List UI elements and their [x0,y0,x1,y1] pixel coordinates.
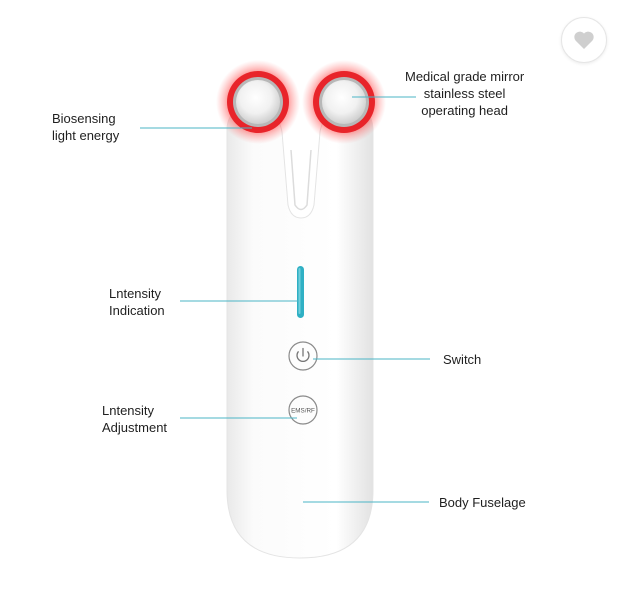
favorite-button[interactable] [561,17,607,63]
device-body [226,107,374,559]
mode-button-label: EMS/RF [291,408,315,415]
label-body-fuselage: Body Fuselage [439,495,526,510]
label-intensity-adjustment: Lntensity Adjustment [102,403,168,435]
heart-icon [574,31,594,49]
left-operating-head [216,60,300,144]
power-icon [296,347,310,363]
label-switch: Switch [443,352,482,367]
leader-lines [140,96,430,503]
label-operating-head: Medical grade mirror stainless steel ope… [405,69,525,118]
prong-gap-shadow [290,149,312,211]
label-biosensing-light-energy: Biosensing light energy [52,111,120,143]
right-operating-head [302,60,386,144]
label-intensity-indication: Lntensity Indication [109,286,165,318]
power-button[interactable] [288,341,318,371]
mode-button[interactable]: EMS/RF [288,395,318,425]
